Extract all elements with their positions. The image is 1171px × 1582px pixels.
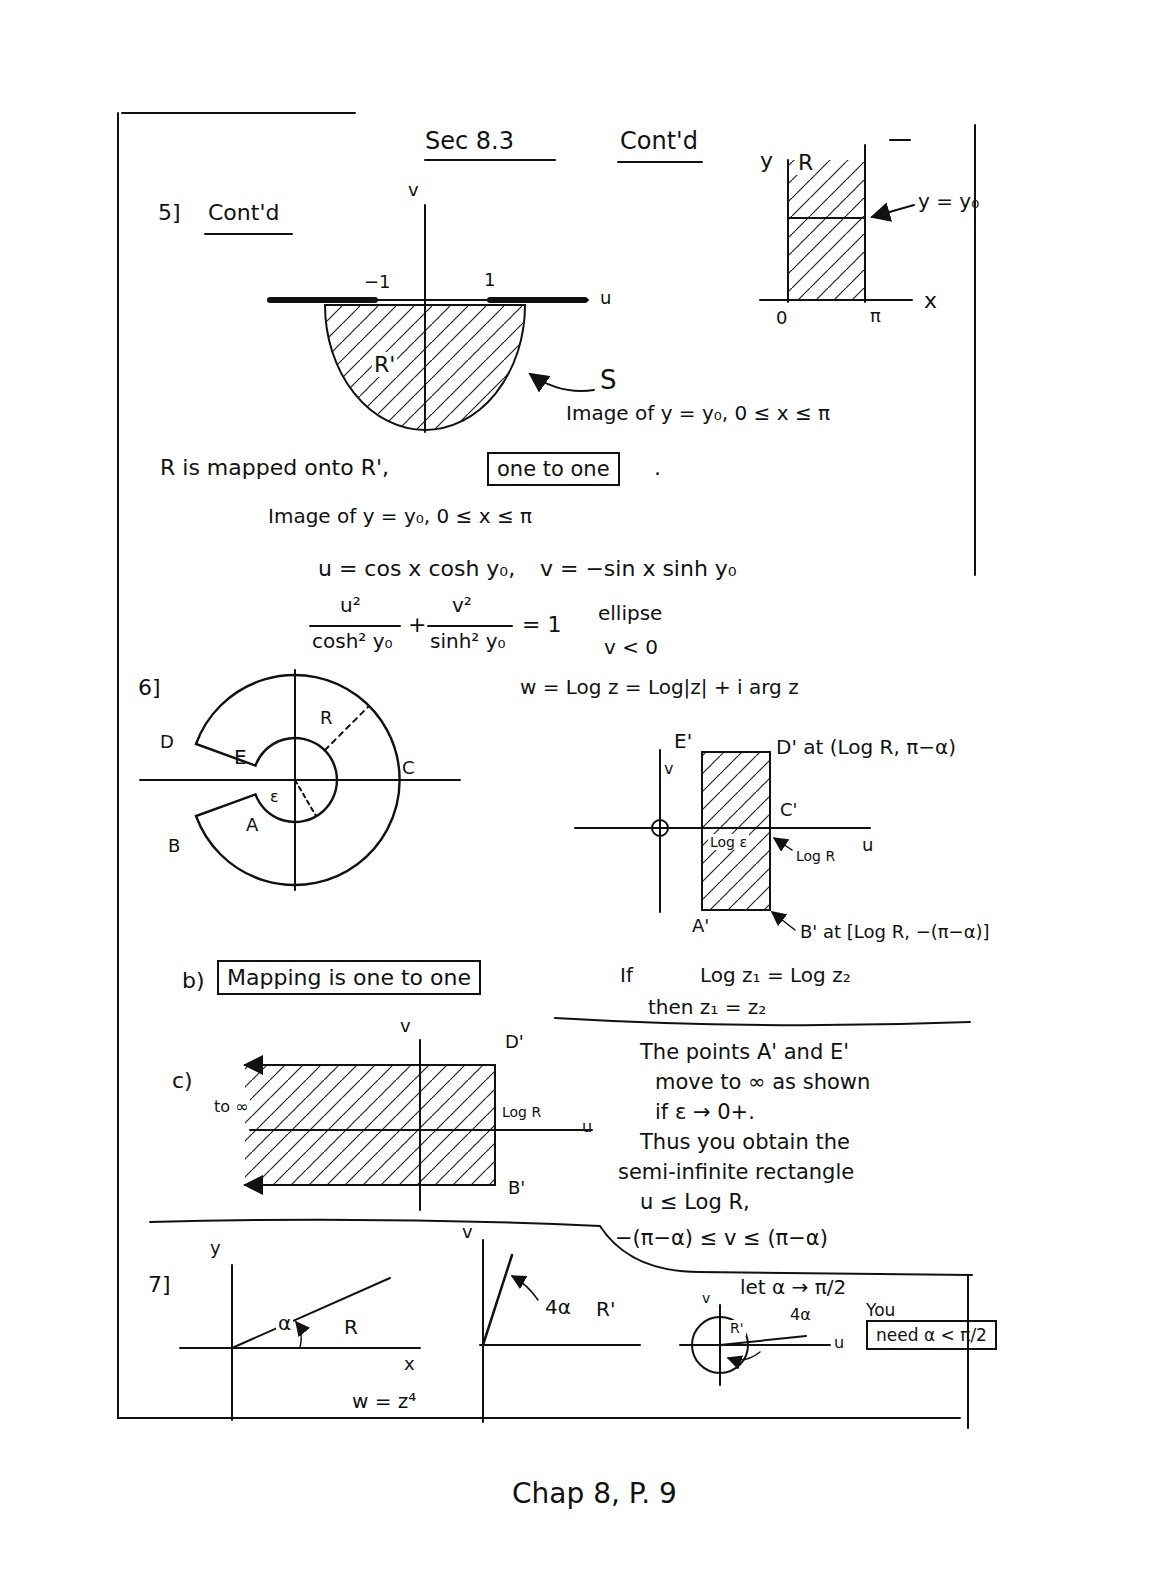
- handwritten-note: semi-infinite rectangle: [618, 1160, 854, 1184]
- handwritten-note: move to ∞ as shown: [655, 1070, 870, 1094]
- handwritten-note: D: [160, 732, 174, 753]
- handwritten-note: u: [600, 288, 611, 309]
- handwritten-note: w = z⁴: [352, 1390, 416, 1413]
- handwritten-note: Image of y = y₀, 0 ≤ x ≤ π: [566, 402, 830, 425]
- boxed-text: one to one: [487, 452, 620, 486]
- handwritten-note: 7]: [148, 1272, 171, 1297]
- handwritten-note: R': [372, 352, 397, 377]
- handwritten-note: Log R: [500, 1104, 543, 1120]
- handwritten-note: E: [234, 746, 247, 769]
- handwritten-note: A: [246, 815, 258, 836]
- handwritten-note: y: [760, 148, 773, 173]
- boxed-note: one to one: [487, 452, 620, 486]
- handwritten-note: R: [320, 708, 333, 729]
- handwritten-note: sinh² y₀: [430, 630, 506, 653]
- handwritten-note: S: [600, 366, 617, 396]
- handwritten-note: cosh² y₀: [312, 630, 393, 653]
- handwritten-note: Cont'd: [208, 200, 279, 225]
- handwritten-note: v: [702, 1290, 710, 1306]
- handwritten-note: x: [404, 1354, 415, 1375]
- handwritten-note: = 1: [522, 612, 561, 637]
- handwritten-note: if ε → 0+.: [655, 1100, 755, 1124]
- handwritten-note: Chap 8, P. 9: [512, 1478, 677, 1510]
- handwritten-note: Cont'd: [620, 128, 698, 156]
- handwritten-note: B: [168, 836, 180, 857]
- handwritten-note: u: [582, 1118, 592, 1136]
- handwritten-note: B' at [Log R, −(π−α)]: [800, 922, 990, 943]
- box-heading: You: [866, 1300, 997, 1320]
- handwritten-note: 6]: [138, 675, 161, 700]
- boxed-text: Mapping is one to one: [217, 960, 481, 995]
- handwritten-note: u = cos x cosh y₀,: [318, 556, 515, 581]
- handwritten-note: Log R: [796, 848, 835, 864]
- handwritten-note: The points A' and E': [640, 1040, 849, 1064]
- handwritten-note: v = −sin x sinh y₀: [540, 556, 737, 581]
- handwritten-note: D': [505, 1032, 524, 1053]
- boxed-text: need α < π/2: [866, 1320, 997, 1350]
- handwritten-note: then z₁ = z₂: [648, 996, 766, 1019]
- handwritten-note: C': [780, 800, 798, 821]
- boxed-note: Mapping is one to one: [217, 960, 481, 995]
- handwritten-note: 5]: [158, 200, 181, 225]
- handwritten-note: v²: [452, 594, 472, 617]
- handwritten-note: Thus you obtain the: [640, 1130, 850, 1154]
- handwritten-note: Sec 8.3: [425, 128, 514, 156]
- handwritten-note: to ∞: [212, 1098, 250, 1116]
- handwritten-note: C: [402, 758, 415, 779]
- handwritten-note: R': [596, 1298, 615, 1321]
- boxed-note: Youneed α < π/2: [866, 1300, 997, 1350]
- handwritten-note: B': [508, 1178, 525, 1199]
- handwritten-note: R: [796, 150, 815, 175]
- handwritten-note: v: [408, 180, 419, 201]
- handwritten-note: D' at (Log R, π−α): [776, 736, 956, 759]
- handwritten-note: b): [182, 968, 205, 993]
- handwritten-note: E': [674, 730, 692, 753]
- handwritten-note: 0: [776, 308, 787, 329]
- handwritten-note: Log ε: [708, 834, 749, 850]
- handwritten-note: v: [462, 1222, 473, 1243]
- handwritten-note: 4α: [790, 1306, 811, 1324]
- handwritten-note: .: [654, 455, 661, 480]
- handwritten-note: Image of y = y₀, 0 ≤ x ≤ π: [268, 505, 532, 528]
- handwritten-note: y: [210, 1238, 221, 1259]
- handwritten-note: u ≤ Log R,: [640, 1190, 750, 1214]
- handwritten-note: If: [620, 964, 633, 987]
- handwritten-note: v: [664, 760, 673, 778]
- handwritten-note: R is mapped onto R',: [160, 455, 389, 480]
- handwritten-note: u: [862, 835, 873, 856]
- handwritten-note: v < 0: [604, 636, 658, 659]
- handwritten-note: −1: [364, 272, 391, 293]
- handwritten-note: u: [834, 1334, 844, 1352]
- handwritten-note: let α → π/2: [740, 1276, 846, 1299]
- handwritten-note: ellipse: [598, 602, 662, 625]
- handwritten-note: w = Log z = Log|z| + i arg z: [520, 676, 799, 699]
- handwritten-note: x: [924, 288, 937, 313]
- handwritten-note: 1: [484, 270, 495, 291]
- handwritten-note: π: [870, 306, 881, 327]
- handwritten-note: α: [276, 1312, 293, 1335]
- handwritten-note: R': [728, 1320, 746, 1336]
- handwritten-note: R: [344, 1316, 358, 1339]
- handwritten-note: u²: [340, 594, 361, 617]
- handwritten-note: ε: [270, 788, 279, 806]
- handwritten-note: c): [172, 1068, 193, 1093]
- handwritten-note: y = y₀: [918, 190, 979, 213]
- handwritten-note: +: [408, 612, 426, 637]
- handwritten-note: v: [400, 1016, 411, 1037]
- handwritten-note: 4α: [545, 1296, 571, 1319]
- handwritten-note: A': [692, 916, 709, 937]
- handwritten-note: Log z₁ = Log z₂: [700, 964, 851, 987]
- handwritten-note: −(π−α) ≤ v ≤ (π−α): [615, 1226, 828, 1250]
